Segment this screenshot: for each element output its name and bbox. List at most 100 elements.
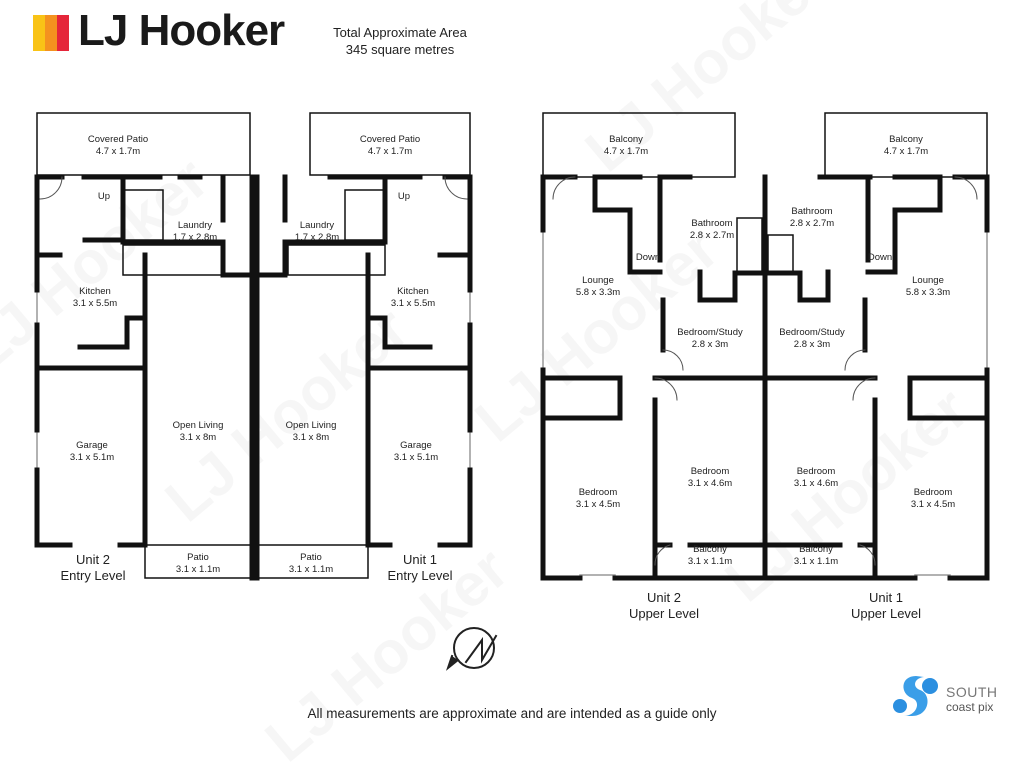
room-label-text: 4.7 x 1.7m — [95, 146, 141, 157]
room-label-text: 3.1 x 1.1m — [687, 556, 733, 567]
room-label-text: 3.1 x 5.5m — [72, 298, 118, 309]
room-label-text: Lounge — [912, 275, 944, 286]
logo-bar-orange — [45, 15, 57, 51]
room-label-text: Patio — [300, 552, 322, 563]
floor-plan-drawing — [34, 112, 990, 671]
room-label-text: Bedroom/Study — [677, 327, 743, 338]
area-value: 345 square metres — [345, 42, 455, 57]
stair-label: Up — [397, 191, 411, 202]
room-label-text: Garage — [400, 440, 432, 451]
room-label-text: Kitchen — [397, 286, 429, 297]
room-label-text: 3.1 x 5.1m — [69, 452, 115, 463]
door-swings — [39, 176, 978, 566]
room-label-text: Balcony — [799, 544, 833, 555]
room-label-text: 4.7 x 1.7m — [603, 146, 649, 157]
room-label-text: 2.8 x 3m — [793, 339, 831, 350]
stair-label: Down — [635, 252, 661, 263]
stair-label: Down — [867, 252, 893, 263]
north-compass-icon — [445, 627, 498, 671]
room-label-text: Kitchen — [79, 286, 111, 297]
room-label-text: 4.7 x 1.7m — [883, 146, 929, 157]
room-label-text: Upper Level — [628, 606, 700, 621]
stair-label: Up — [97, 191, 111, 202]
room-label-text: 3.1 x 8m — [179, 432, 217, 443]
south-coast-pix-logo-icon — [893, 676, 938, 716]
room-label-text: 3.1 x 1.1m — [288, 564, 334, 575]
credit-line1: SOUTH — [946, 684, 998, 700]
room-label-text: Bedroom/Study — [779, 327, 845, 338]
upper-level-walls — [540, 174, 990, 581]
room-label-text: 3.1 x 4.6m — [687, 478, 733, 489]
room-label-text: 3.1 x 5.5m — [390, 298, 436, 309]
room-label-text: 1.7 x 2.8m — [294, 232, 340, 243]
room-label-text: 2.8 x 3m — [691, 339, 729, 350]
room-label-text: Covered Patio — [87, 134, 149, 145]
room-label-text: 1.7 x 2.8m — [172, 232, 218, 243]
logo-bar-red — [57, 15, 69, 51]
room-label-text: 3.1 x 8m — [292, 432, 330, 443]
room-label-text: 3.1 x 1.1m — [175, 564, 221, 575]
room-label-text: 2.8 x 2.7m — [689, 230, 735, 241]
total-area: Total Approximate Area 345 square metres — [320, 24, 480, 58]
room-label-text: Bathroom — [791, 206, 833, 217]
room-label-text: 5.8 x 3.3m — [905, 287, 951, 298]
room-label-text: Covered Patio — [359, 134, 421, 145]
room-label-text: Patio — [187, 552, 209, 563]
room-label-text: Open Living — [285, 420, 337, 431]
room-label-text: Open Living — [172, 420, 224, 431]
room-label-text: 4.7 x 1.7m — [367, 146, 413, 157]
room-label-text: Entry Level — [60, 568, 126, 583]
room-label-text: 5.8 x 3.3m — [575, 287, 621, 298]
room-label-text: Upper Level — [850, 606, 922, 621]
room-label-text: Unit 1 — [869, 590, 903, 605]
brand-logo-text: LJ Hooker — [78, 6, 285, 55]
room-label-text: Balcony — [609, 134, 643, 145]
room-label-text: 3.1 x 4.5m — [910, 499, 956, 510]
room-label-text: Bathroom — [691, 218, 733, 229]
room-label-text: Balcony — [889, 134, 923, 145]
room-label-text: 3.1 x 5.1m — [393, 452, 439, 463]
room-label-text: 3.1 x 1.1m — [793, 556, 839, 567]
room-label-text: Bedroom — [796, 466, 836, 477]
room-label-text: Laundry — [299, 220, 335, 231]
room-label-text: Bedroom — [690, 466, 730, 477]
room-label-text: 3.1 x 4.6m — [793, 478, 839, 489]
room-label-text: 2.8 x 2.7m — [789, 218, 835, 229]
logo-bar-yellow — [33, 15, 45, 51]
room-label-text: Garage — [76, 440, 108, 451]
room-label-text: Balcony — [693, 544, 727, 555]
room-label-text: Laundry — [177, 220, 213, 231]
credit-line2: coast pix — [946, 700, 994, 714]
room-label-text: 3.1 x 4.5m — [575, 499, 621, 510]
room-label-text: Unit 1 — [403, 552, 437, 567]
room-label-text: Unit 2 — [76, 552, 110, 567]
area-title: Total Approximate Area — [333, 25, 467, 40]
room-label-text: Unit 2 — [647, 590, 681, 605]
